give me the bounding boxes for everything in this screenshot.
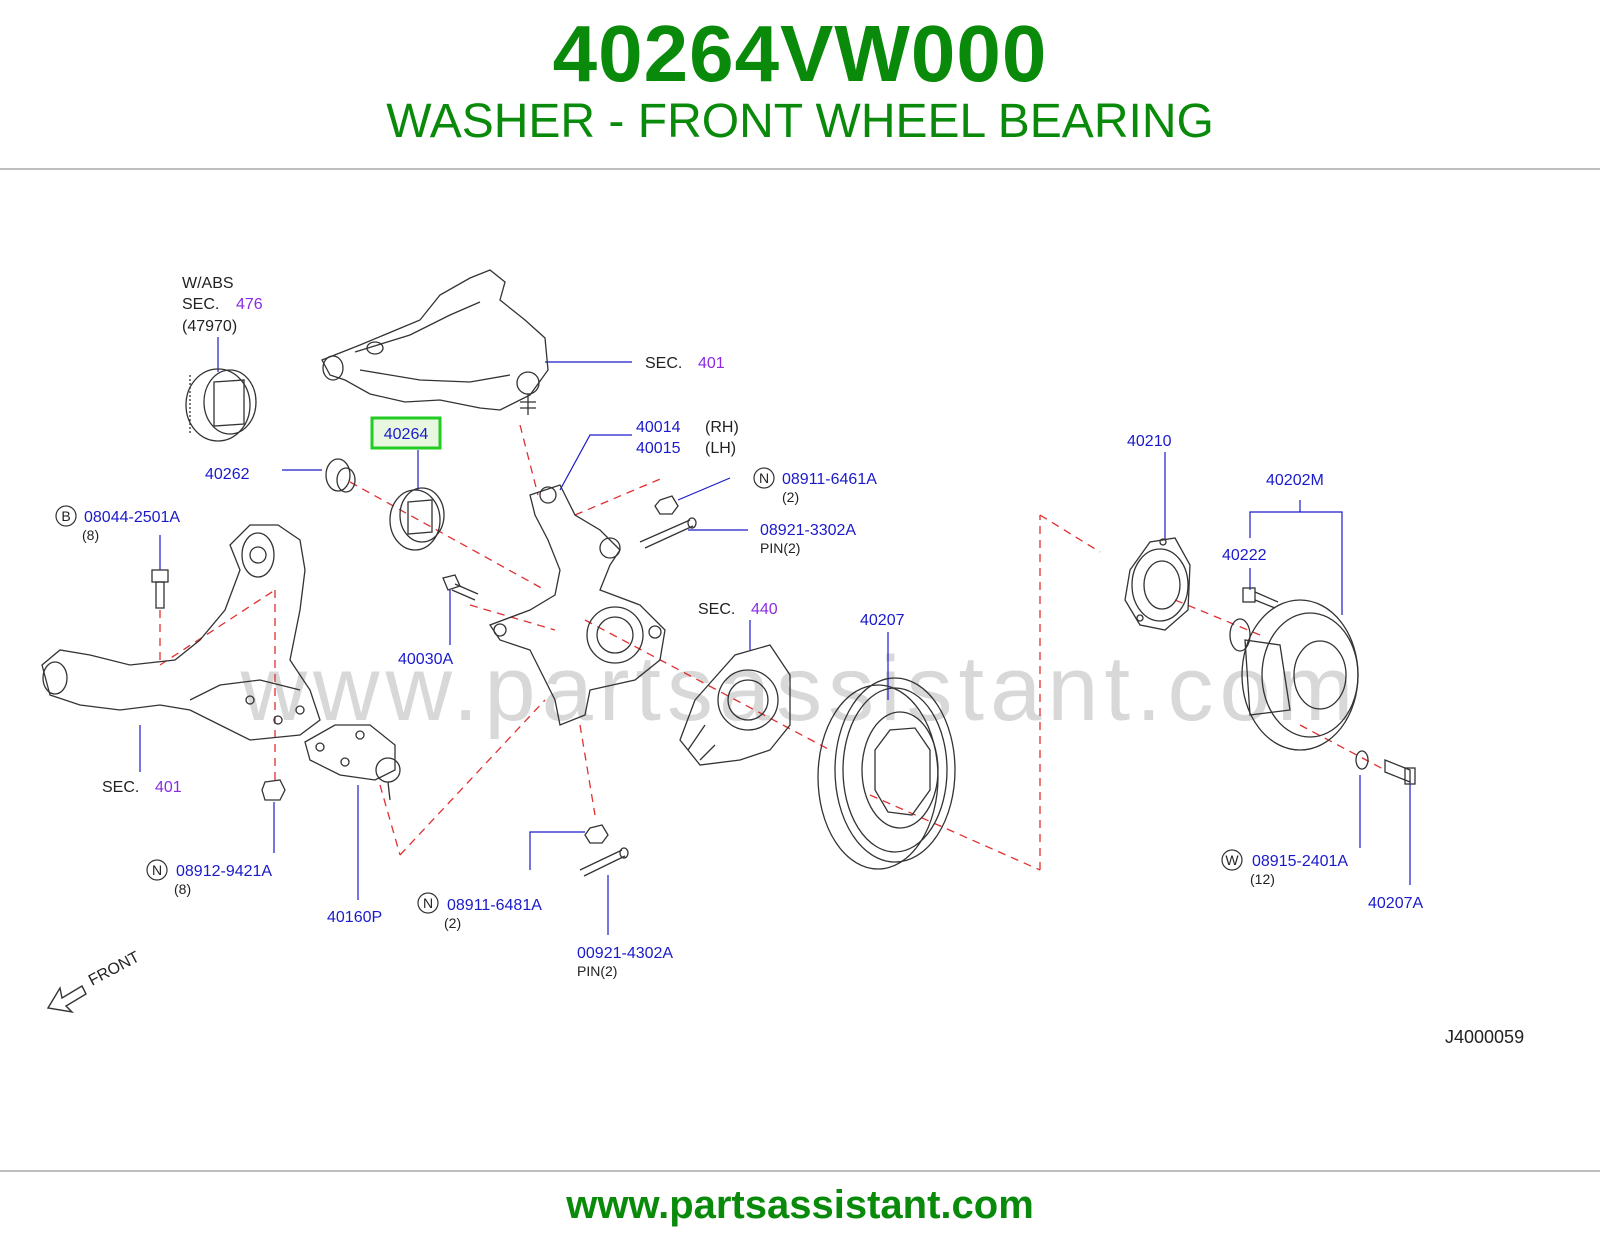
badge-W: W <box>1225 852 1239 868</box>
header-divider <box>0 168 1600 170</box>
qty-08044-2501A: (8) <box>82 527 99 543</box>
part-link-40207A[interactable]: 40207A <box>1368 895 1423 912</box>
part-link-40264[interactable]: 40264 <box>384 426 429 443</box>
cotter-pin-08921-3302A <box>639 517 697 549</box>
part-description: WASHER - FRONT WHEEL BEARING <box>386 95 1214 148</box>
badge-N-3: N <box>423 895 433 911</box>
qty-00921-4302A: PIN(2) <box>577 963 617 979</box>
part-link-40015[interactable]: 40015 <box>636 440 681 457</box>
exploded-parts-diagram: www.partsassistant.com <box>41 269 1524 1047</box>
sec401-top-link[interactable]: 401 <box>698 355 725 372</box>
badge-circle-N-3 <box>417 892 439 914</box>
sec401-bottom-link[interactable]: 401 <box>155 779 182 796</box>
part-link-40030A[interactable]: 40030A <box>398 651 453 668</box>
bushing-40262 <box>325 458 356 493</box>
lower-control-arm <box>41 524 321 741</box>
part-link-08921-3302A[interactable]: 08921-3302A <box>760 522 856 539</box>
qty-08912-9421A: (8) <box>174 881 191 897</box>
watermark-text: www.partsassistant.com <box>240 638 1360 740</box>
part-link-40207[interactable]: 40207 <box>860 612 905 629</box>
part-link-40210[interactable]: 40210 <box>1127 433 1172 450</box>
part-link-08044-2501A[interactable]: 08044-2501A <box>84 509 180 526</box>
upper-control-arm <box>321 269 549 415</box>
badge-B: B <box>61 508 70 524</box>
badge-circle-B <box>55 505 77 527</box>
qty-08921-3302A: PIN(2) <box>760 540 800 556</box>
abs-note-sec-link[interactable]: 476 <box>236 296 263 313</box>
bolt-40030A <box>442 574 479 601</box>
qty-08911-6481A: (2) <box>444 915 461 931</box>
nut-08911-6461A <box>654 495 679 515</box>
highlight-box-40264 <box>370 416 442 450</box>
sec440-prefix: SEC. <box>698 601 735 618</box>
snap-ring-08915-2401A <box>1355 750 1369 770</box>
badge-circle-N-2 <box>146 859 168 881</box>
side-rh-label: (RH) <box>705 419 739 436</box>
washer-40264 <box>389 487 445 551</box>
part-link-08911-6461A[interactable]: 08911-6461A <box>782 471 877 488</box>
front-direction-arrow <box>46 985 87 1014</box>
abs-note-part: (47970) <box>182 318 237 335</box>
part-link-00921-4302A[interactable]: 00921-4302A <box>577 945 673 962</box>
part-link-08912-9421A[interactable]: 08912-9421A <box>176 863 272 880</box>
qty-08915-2401A: (12) <box>1250 871 1275 887</box>
nut-08912-9421A <box>261 779 286 801</box>
abs-note-line1: W/ABS <box>182 275 234 292</box>
part-link-40014[interactable]: 40014 <box>636 419 681 436</box>
badge-circle-N-1 <box>753 467 775 489</box>
brake-rotor-40207 <box>817 677 956 870</box>
cotter-pin-00921-4302A <box>579 847 629 877</box>
nut-08911-6481A <box>584 824 609 844</box>
brake-backing-plate <box>679 644 791 766</box>
badge-N-2: N <box>152 862 162 878</box>
part-link-40160P[interactable]: 40160P <box>327 909 382 926</box>
bearing-housing-40210 <box>1124 537 1191 631</box>
part-link-08911-6481A[interactable]: 08911-6481A <box>447 897 542 914</box>
footer-site-link[interactable]: www.partsassistant.com <box>566 1183 1034 1227</box>
badge-circle-W <box>1221 849 1243 871</box>
qty-08911-6461A: (2) <box>782 489 799 505</box>
sec401-top-prefix: SEC. <box>645 355 682 372</box>
footer-divider <box>0 1170 1600 1172</box>
part-link-08915-2401A[interactable]: 08915-2401A <box>1252 853 1348 870</box>
steering-knuckle <box>489 484 666 726</box>
assembly-dashed-lines <box>159 424 1386 871</box>
side-lh-label: (LH) <box>705 440 736 457</box>
front-label: FRONT <box>86 949 143 990</box>
part-link-40222[interactable]: 40222 <box>1222 547 1267 564</box>
badge-N-1: N <box>759 470 769 486</box>
wheel-hub-40202M <box>1229 599 1359 751</box>
page-header: 40264VW000 WASHER - FRONT WHEEL BEARING <box>0 0 1600 168</box>
sec440-link[interactable]: 440 <box>751 601 778 618</box>
bolt-08044-2501A <box>151 569 169 609</box>
hub-bolt-40222 <box>1242 587 1279 609</box>
part-link-40202M[interactable]: 40202M <box>1266 472 1324 489</box>
abs-sensor-ring <box>185 368 257 442</box>
part-number-title: 40264VW000 <box>552 9 1048 98</box>
abs-note-sec-prefix: SEC. <box>182 296 219 313</box>
diagram-code: J4000059 <box>1445 1027 1524 1047</box>
hub-bolt-40207A <box>1384 759 1416 785</box>
part-link-40262[interactable]: 40262 <box>205 466 250 483</box>
sec401-bottom-prefix: SEC. <box>102 779 139 796</box>
ball-joint-40160P <box>304 724 401 801</box>
leader-lines <box>139 337 1411 935</box>
